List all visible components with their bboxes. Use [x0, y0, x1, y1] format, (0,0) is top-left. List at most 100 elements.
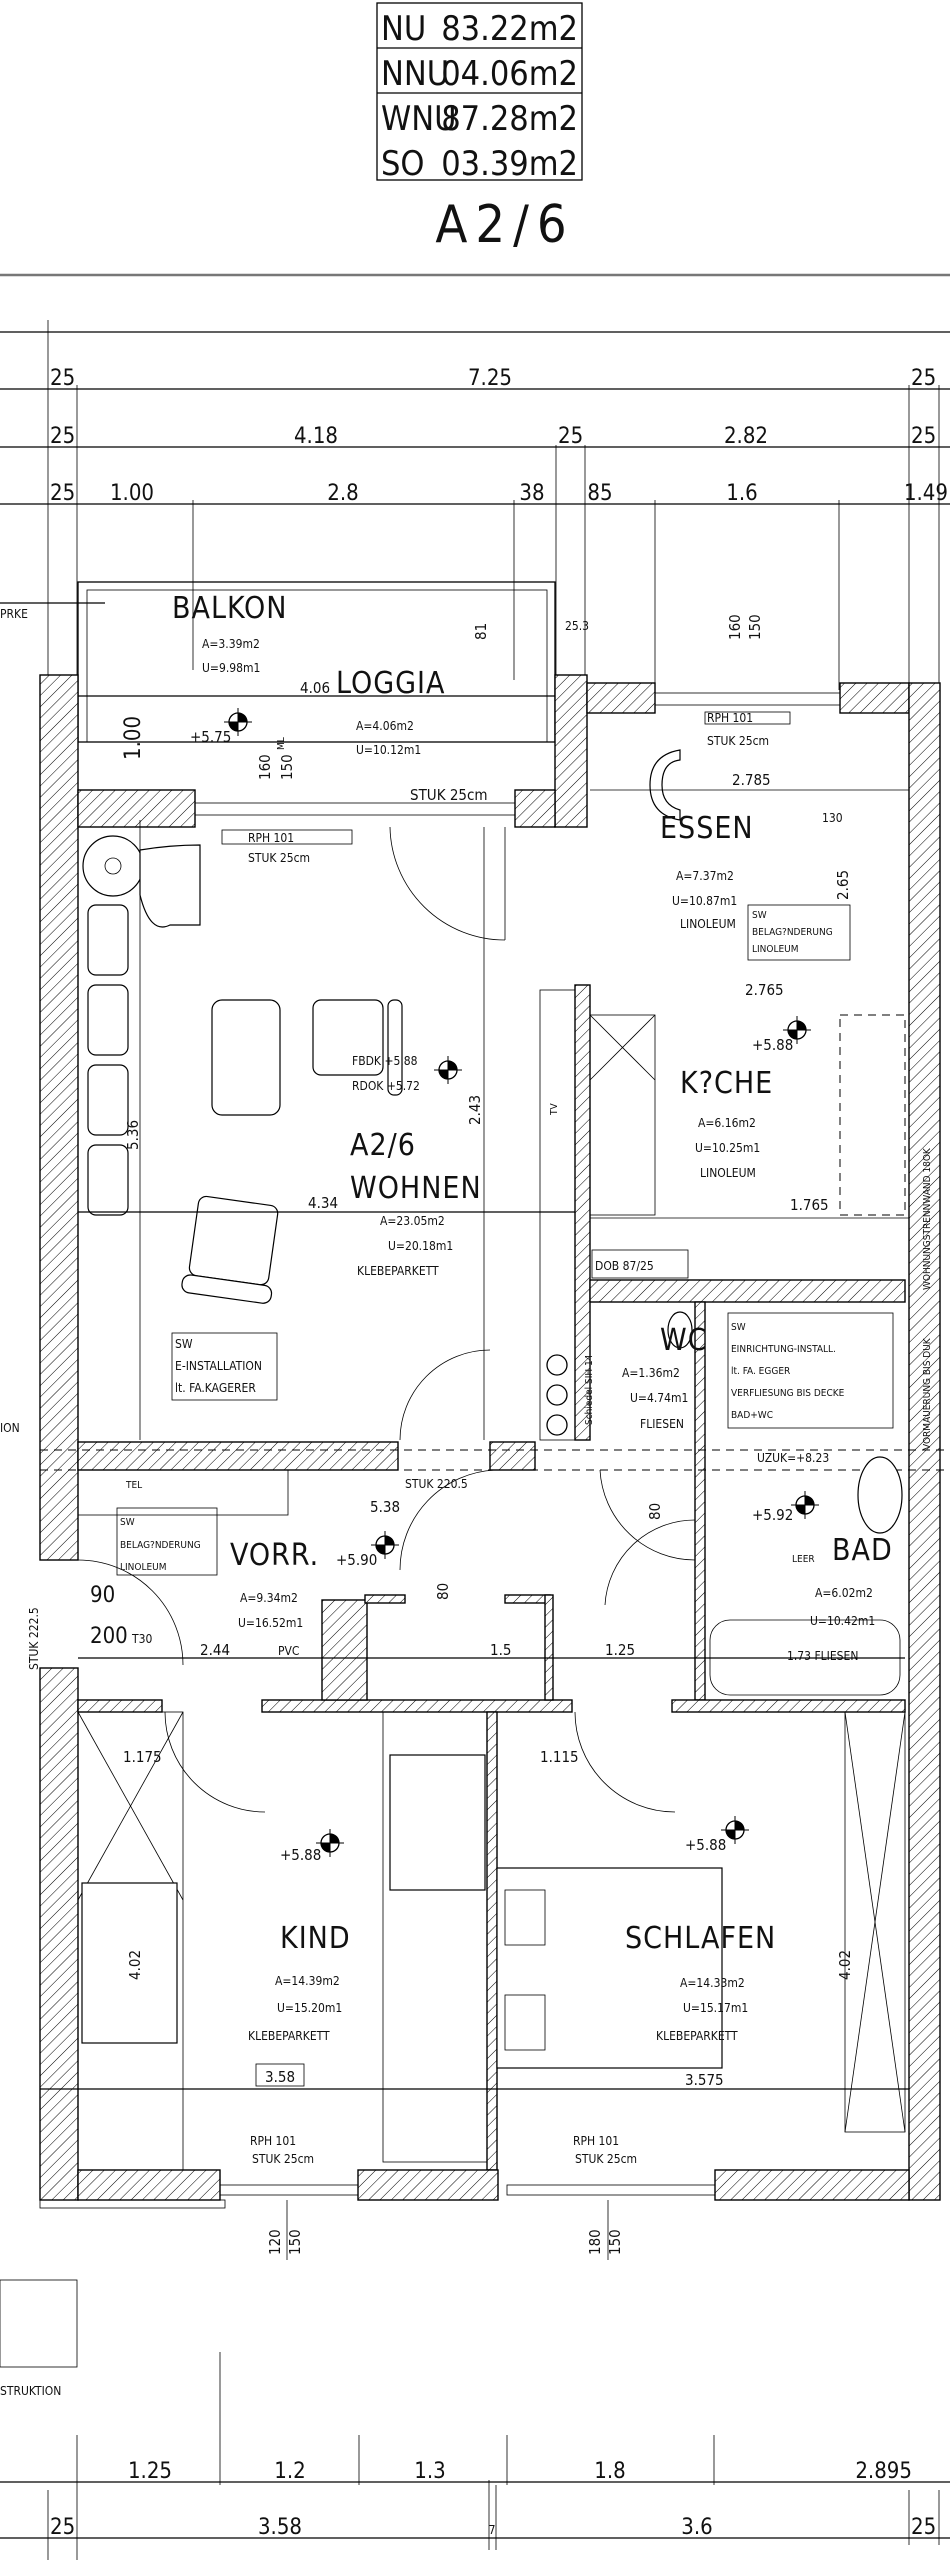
- neighbour-outline: [0, 2279, 78, 2368]
- door-width: 80: [646, 1503, 664, 1520]
- room-area: A=23.05m2: [380, 1214, 445, 1228]
- leer-label: LEER: [792, 1554, 815, 1565]
- note-line: EINRICHTUNG-INSTALL.: [731, 1344, 836, 1355]
- dim-label: 3.6: [681, 2515, 712, 2540]
- dim-label: 1.3: [414, 2459, 445, 2484]
- note-line: BAD+WC: [731, 1410, 773, 1421]
- room-floor: KLEBEPARKETT: [656, 2029, 738, 2043]
- washbasin: [857, 1456, 903, 1534]
- left-cut-label: ION: [0, 1421, 20, 1435]
- note-line: BELAG?NDERUNG: [752, 927, 833, 938]
- dim-label: 25: [50, 366, 75, 391]
- wardrobe: [844, 1711, 906, 2133]
- dim-label: 25: [911, 2515, 936, 2540]
- table-value: 87.28m2: [441, 99, 578, 139]
- loggia: 4.06 LOGGIA +5.75 A=4.06m2 U=10.12m1 1.0…: [78, 614, 764, 804]
- dim-label: 1.49: [904, 481, 948, 506]
- stuk-label: STUK 25cm: [410, 786, 488, 804]
- room-perimeter: U=15.20m1: [277, 2001, 342, 2015]
- dim-label: 25: [558, 424, 583, 449]
- dim-label: 81: [472, 623, 490, 640]
- sill-label: 160: [726, 614, 744, 640]
- dim-label: 38: [519, 481, 544, 506]
- room-area: A=1.36m2: [622, 1366, 680, 1380]
- dim-label: 25: [50, 424, 75, 449]
- wall-label: WOHNUNGSTRENNWAND 18OK: [922, 1147, 933, 1290]
- note-line: VERFLIESUNG BIS DECKE: [731, 1388, 845, 1399]
- dim-label: 2.8: [327, 481, 358, 506]
- note-line: SW: [752, 910, 767, 921]
- room-perimeter: U=20.18m1: [388, 1239, 453, 1253]
- note-line: BELAG?NDERUNG: [120, 1540, 201, 1551]
- room-essen: RPH 101 STUK 25cm 2.785 130 2.65 ESSEN A…: [590, 711, 909, 961]
- dim-label: 4.06: [300, 679, 330, 697]
- room-vorr: TEL STUK 220.5 5.38 SW BELAG?NDERUNG LIN…: [27, 1469, 905, 1670]
- table-code: SO: [381, 144, 425, 184]
- dim-label: 4.34: [308, 1194, 338, 1212]
- room-name-schlafen: SCHLAFEN: [625, 1921, 776, 1956]
- wall-label: VORMAUERUNG BIS DUK: [922, 1337, 933, 1450]
- dim-label: 1.2: [274, 2459, 305, 2484]
- windows: [194, 692, 841, 2196]
- door-height: 200: [90, 1624, 128, 1649]
- dim-label: 2.44: [200, 1641, 230, 1659]
- dim-label: 5.36: [124, 1120, 142, 1150]
- dob-label: DOB 87/25: [595, 1259, 654, 1273]
- shaft: [539, 989, 576, 1441]
- fbdk-label: FBDK +5.88: [352, 1054, 418, 1068]
- bed: [389, 1754, 486, 1891]
- dim-label: 2.82: [724, 424, 768, 449]
- armchair: [181, 1195, 279, 1304]
- uzuk-label: UZUK=+8.23: [757, 1451, 829, 1465]
- room-area: A=6.16m2: [698, 1116, 756, 1130]
- dim-label: 3.58: [258, 2515, 302, 2540]
- room-perimeter: U=16.52m1: [238, 1616, 303, 1630]
- dim-label: 1.115: [540, 1748, 579, 1766]
- room-name-essen: ESSEN: [660, 811, 754, 846]
- sill-label: 160: [256, 754, 274, 780]
- room-name-wc: WC: [660, 1323, 708, 1358]
- rdok-label: RDOK +5.72: [352, 1079, 420, 1093]
- room-name-kueche: K?CHE: [680, 1066, 773, 1101]
- stuk-label: STUK 25cm: [707, 734, 769, 748]
- table-code: NNU: [381, 54, 449, 94]
- room-perimeter: U=10.25m1: [695, 1141, 760, 1155]
- stuk-label: STUK 222.5: [27, 1607, 41, 1670]
- toilet: [667, 1311, 693, 1349]
- room-area: A=9.34m2: [240, 1591, 298, 1605]
- door-width: 80: [434, 1583, 452, 1600]
- table-value: 83.22m2: [441, 9, 578, 49]
- room-perimeter: U=10.87m1: [672, 894, 737, 908]
- tv-label: TV: [549, 1103, 560, 1116]
- dim-label: 1.6: [726, 481, 757, 506]
- chimney-flue: [546, 1384, 568, 1406]
- room-area: A=4.06m2: [356, 719, 414, 733]
- dim-label: 2.43: [466, 1095, 484, 1125]
- dim-label: 2.765: [745, 981, 784, 999]
- table-code: WNU: [381, 99, 457, 139]
- unit-title: A2/6: [435, 195, 574, 255]
- wardrobe: [382, 1711, 488, 2163]
- room-area: A=3.39m2: [202, 637, 260, 651]
- rph-label: RPH 101: [573, 2134, 619, 2148]
- dim-label: 1.765: [790, 1196, 829, 1214]
- room-area: A=14.33m2: [680, 1976, 745, 1990]
- door-width: 90: [90, 1583, 115, 1608]
- bottom-dimensions: 1.25 1.2 1.3 1.8 2.895 25 3.58 7 3.6 25: [0, 2352, 950, 2560]
- height-label: 5.38: [370, 1498, 400, 1516]
- dim-label: 1.25: [605, 1641, 635, 1659]
- table-value: 04.06m2: [441, 54, 578, 94]
- room-schlafen: 4.02 1.115 +5.88 SCHLAFEN A=14.33m2 U=15…: [496, 1711, 906, 2166]
- level-label: +5.88: [752, 1036, 793, 1054]
- bed: [81, 1882, 178, 2044]
- balcony: PRKE BALKON A=3.39m2 U=9.98m1 81 25.3: [0, 581, 589, 743]
- note-line: LINOLEUM: [120, 1562, 167, 1573]
- dim-label: 130: [822, 811, 843, 825]
- dim-label: 2.65: [834, 870, 852, 900]
- level-label: +5.88: [685, 1836, 726, 1854]
- dim-label: 3.58: [265, 2068, 295, 2086]
- area-summary-table: NU 83.22m2 NNU 04.06m2 WNU 87.28m2 SO 03…: [376, 2, 583, 184]
- unit-label: A2/6: [350, 1128, 416, 1163]
- dim-label: 2.895: [855, 2459, 912, 2484]
- rph-label: RPH 101: [707, 711, 753, 725]
